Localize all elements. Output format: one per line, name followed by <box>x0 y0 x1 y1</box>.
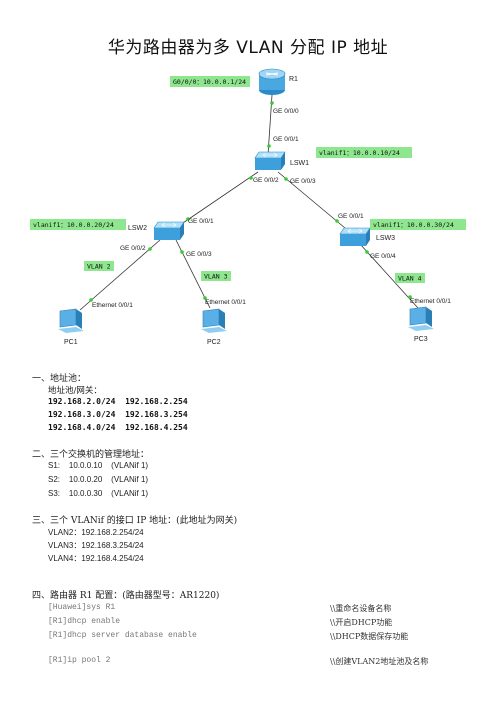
node-label-pc3: PC3 <box>414 336 428 343</box>
pc-icon <box>201 308 227 333</box>
tag-bg <box>84 261 114 271</box>
section-heading: 二、三个交换机的管理地址： <box>32 450 150 460</box>
vlanif-line: VLAN2：192.168.2.254/24 <box>48 528 144 537</box>
tag-lsw3-ip: vlanif1：10.0.0.30/24 <box>373 221 454 229</box>
switch-mgmt-line: S3: 10.0.0.30 (VLANif 1) <box>48 489 149 498</box>
pc-icon <box>58 308 84 333</box>
port-label: Ethernet 0/0/1 <box>410 298 451 305</box>
pool-line: 192.168.2.0/24 192.168.2.254 <box>48 397 188 406</box>
section-subheading: 地址池/网关： <box>48 386 102 396</box>
page-title: 华为路由器为多 VLAN 分配 IP 地址 <box>107 38 389 58</box>
network-topology-diagram: R1 LSW1 LSW2 LSW3 PC1 PC2 PC3 <box>30 68 466 346</box>
port-dot <box>335 219 339 223</box>
config-comment: \\创建VLAN2地址池及名称 <box>330 657 429 666</box>
port-dot <box>267 144 271 148</box>
node-label-r1: R1 <box>289 76 298 83</box>
pool-line: 192.168.4.0/24 192.168.4.254 <box>48 423 188 432</box>
switch-icon <box>153 221 185 240</box>
port-dot <box>203 296 207 300</box>
tag-vlan3: VLAN 3 <box>204 273 228 281</box>
pool-line: 192.168.3.0/24 192.168.3.254 <box>48 410 188 419</box>
tag-lsw1-ip: vlanif1：10.0.0.10/24 <box>319 149 400 157</box>
router-icon <box>258 68 286 95</box>
link-lsw1-lsw2 <box>179 171 259 226</box>
port-dot <box>284 177 288 181</box>
config-command: [Huawei]sys R1 <box>48 603 116 612</box>
config-command: [R1]dhcp server database enable <box>48 631 197 640</box>
node-label-pc1: PC1 <box>64 339 78 346</box>
tag-lsw2-ip: vlanif1：10.0.0.20/24 <box>33 221 114 229</box>
node-label-lsw1: LSW1 <box>290 160 309 167</box>
vlanif-line: VLAN4：192.168.4.254/24 <box>48 554 144 563</box>
port-dot <box>186 217 190 221</box>
link-lsw2-pc1 <box>79 239 161 311</box>
node-label-pc2: PC2 <box>207 339 221 346</box>
port-label: GE 0/0/3 <box>186 251 212 258</box>
port-label: GE 0/0/4 <box>370 253 396 260</box>
port-dot <box>365 250 369 254</box>
port-dot <box>89 298 93 302</box>
section-heading: 三、三个 VLANif 的接口 IP 地址：(此地址为网关) <box>32 516 238 526</box>
vlanif-line: VLAN3：192.168.3.254/24 <box>48 541 144 550</box>
port-dot <box>408 295 412 299</box>
port-label: Ethernet 0/0/1 <box>92 302 133 309</box>
port-label: GE 0/0/2 <box>120 245 146 252</box>
config-comment: \\重命名设备名称 <box>330 604 392 613</box>
tag-bg <box>170 76 250 87</box>
port-dot <box>148 247 152 251</box>
port-label: GE 0/0/1 <box>338 213 364 220</box>
port-label: GE 0/0/1 <box>188 218 214 225</box>
tag-bg <box>370 219 466 230</box>
section-heading: 四、路由器 R1 配置：(路由器型号：AR1220) <box>32 591 220 601</box>
pc-icon <box>408 306 434 331</box>
switch-mgmt-line: S1: 10.0.0.10 (VLANif 1) <box>48 461 149 470</box>
tag-r1-ip: G0/0/0：10.0.0.1/24 <box>173 78 246 86</box>
link-lsw1-lsw3 <box>277 171 346 229</box>
port-label: GE 0/0/0 <box>273 108 299 115</box>
tag-bg <box>30 219 126 230</box>
port-label: GE 0/0/1 <box>273 136 299 143</box>
config-comment: \\DHCP数据保存功能 <box>330 632 409 641</box>
switch-icon <box>254 151 286 170</box>
switch-mgmt-line: S2: 10.0.0.20 (VLANif 1) <box>48 475 149 484</box>
config-comment: \\开启DHCP功能 <box>330 618 393 627</box>
tag-bg <box>316 147 412 158</box>
config-command: [R1]dhcp enable <box>48 617 121 626</box>
tag-vlan2: VLAN 2 <box>87 263 111 271</box>
switch-icon <box>339 227 371 246</box>
port-dot <box>249 176 253 180</box>
node-label-lsw3: LSW3 <box>376 235 395 242</box>
port-label: GE 0/0/3 <box>290 178 316 185</box>
config-command: [R1]ip pool 2 <box>48 656 111 665</box>
tag-bg <box>201 271 231 281</box>
section-heading: 一、地址池： <box>32 374 87 384</box>
port-dot <box>270 101 274 105</box>
port-label: Ethernet 0/0/1 <box>205 299 246 306</box>
port-dot <box>180 250 184 254</box>
node-label-lsw2: LSW2 <box>128 225 147 232</box>
port-label: GE 0/0/2 <box>253 177 279 184</box>
tag-bg <box>395 273 425 283</box>
tag-vlan4: VLAN 4 <box>398 275 422 283</box>
